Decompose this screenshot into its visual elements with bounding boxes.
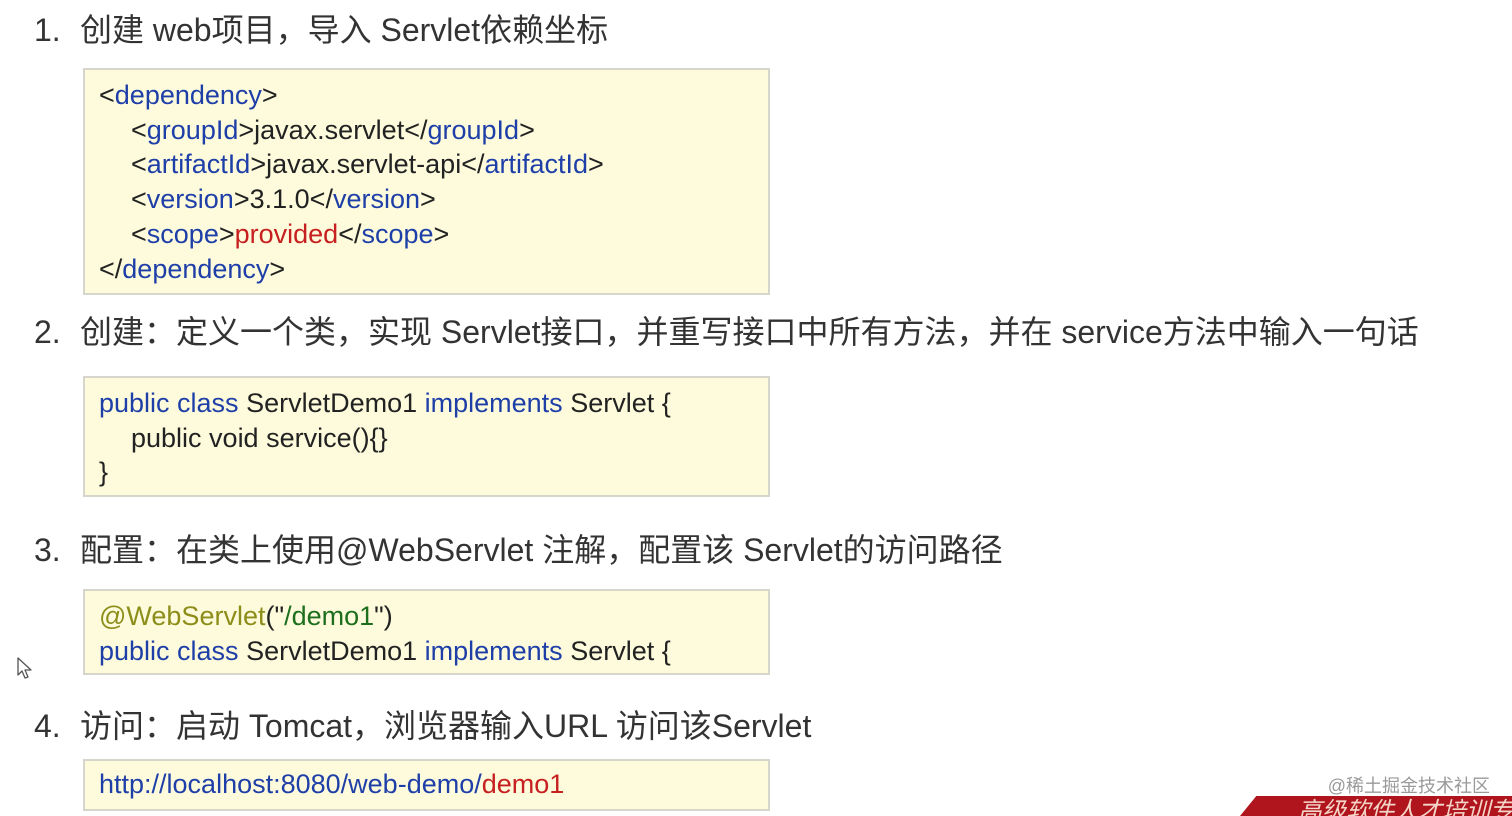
keyword: implements xyxy=(424,635,563,666)
code-block-annotation: @WebServlet("/demo1") public class Servle… xyxy=(83,589,770,675)
code-line: @WebServlet("/demo1") xyxy=(99,601,393,631)
xml-value: provided xyxy=(234,218,339,249)
xml-tag: artifactId xyxy=(484,149,589,180)
code-line: <dependency> xyxy=(99,80,278,110)
code-line: </dependency> xyxy=(99,253,286,284)
step-number: 2. xyxy=(34,314,61,350)
step-number: 3. xyxy=(34,532,61,568)
watermark: @稀土掘金技术社区 xyxy=(1327,776,1490,796)
code-line: <groupId>javax.servlet</groupId> xyxy=(131,114,535,145)
xml-tag: version xyxy=(332,184,420,215)
code-line: <scope>provided</scope> xyxy=(131,218,450,249)
code-line: public void service(){} xyxy=(131,422,388,453)
banner-text: 高级软件人才培训专家 xyxy=(1298,797,1512,816)
xml-value: javax.servlet-api xyxy=(266,149,462,180)
xml-value: javax.servlet xyxy=(254,114,405,145)
step-text: 访问：启动 Tomcat，浏览器输入URL 访问该Servlet xyxy=(80,708,812,744)
code-block-url: http://localhost:8080/web-demo/demo1 xyxy=(83,759,770,811)
step-number: 4. xyxy=(34,708,61,744)
xml-tag: scope xyxy=(361,218,434,249)
url-path: demo1 xyxy=(481,769,565,799)
mouse-pointer-icon xyxy=(17,657,32,679)
string-literal: /demo1 xyxy=(284,601,375,631)
keyword: public class xyxy=(99,635,239,666)
annotation: @WebServlet xyxy=(99,601,266,631)
step-2-heading: 2. 创建：定义一个类，实现 Servlet接口，并重写接口中所有方法，并在 se… xyxy=(34,312,1419,352)
xml-tag: dependency xyxy=(114,80,262,110)
code-line: http://localhost:8080/web-demo/demo1 xyxy=(99,767,754,802)
code-line: <version>3.1.0</version> xyxy=(131,184,436,215)
code-block-dependency: <dependency> <groupId>javax.servlet</grou… xyxy=(83,68,770,295)
code-line: public class ServletDemo1 implements Ser… xyxy=(99,388,671,418)
xml-tag: groupId xyxy=(146,114,239,145)
code-line: public class ServletDemo1 implements Ser… xyxy=(99,635,671,666)
step-text: 配置：在类上使用@WebServlet 注解，配置该 Servlet的访问路径 xyxy=(80,532,1003,568)
xml-tag: groupId xyxy=(427,114,520,145)
step-text: 创建：定义一个类，实现 Servlet接口，并重写接口中所有方法，并在 serv… xyxy=(80,314,1419,350)
step-text: 创建 web项目，导入 Servlet依赖坐标 xyxy=(80,12,609,48)
xml-tag: scope xyxy=(146,218,219,249)
step-4-heading: 4. 访问：启动 Tomcat，浏览器输入URL 访问该Servlet xyxy=(34,706,811,746)
xml-tag: version xyxy=(146,184,234,215)
keyword: implements xyxy=(424,388,563,418)
xml-tag: artifactId xyxy=(146,149,251,180)
step-1-heading: 1. 创建 web项目，导入 Servlet依赖坐标 xyxy=(34,10,608,50)
code-line: } xyxy=(99,457,109,488)
xml-value: 3.1.0 xyxy=(249,184,310,215)
step-3-heading: 3. 配置：在类上使用@WebServlet 注解，配置该 Servlet的访问路… xyxy=(34,530,1003,570)
step-number: 1. xyxy=(34,12,61,48)
url-base: http://localhost:8080/web-demo/ xyxy=(99,769,482,799)
code-line: <artifactId>javax.servlet-api</artifactI… xyxy=(131,149,604,180)
keyword: public class xyxy=(99,388,239,418)
brand-banner: 高级软件人才培训专家 xyxy=(1240,796,1512,816)
xml-tag: dependency xyxy=(122,253,270,284)
code-block-servlet-class: public class ServletDemo1 implements Ser… xyxy=(83,376,770,497)
